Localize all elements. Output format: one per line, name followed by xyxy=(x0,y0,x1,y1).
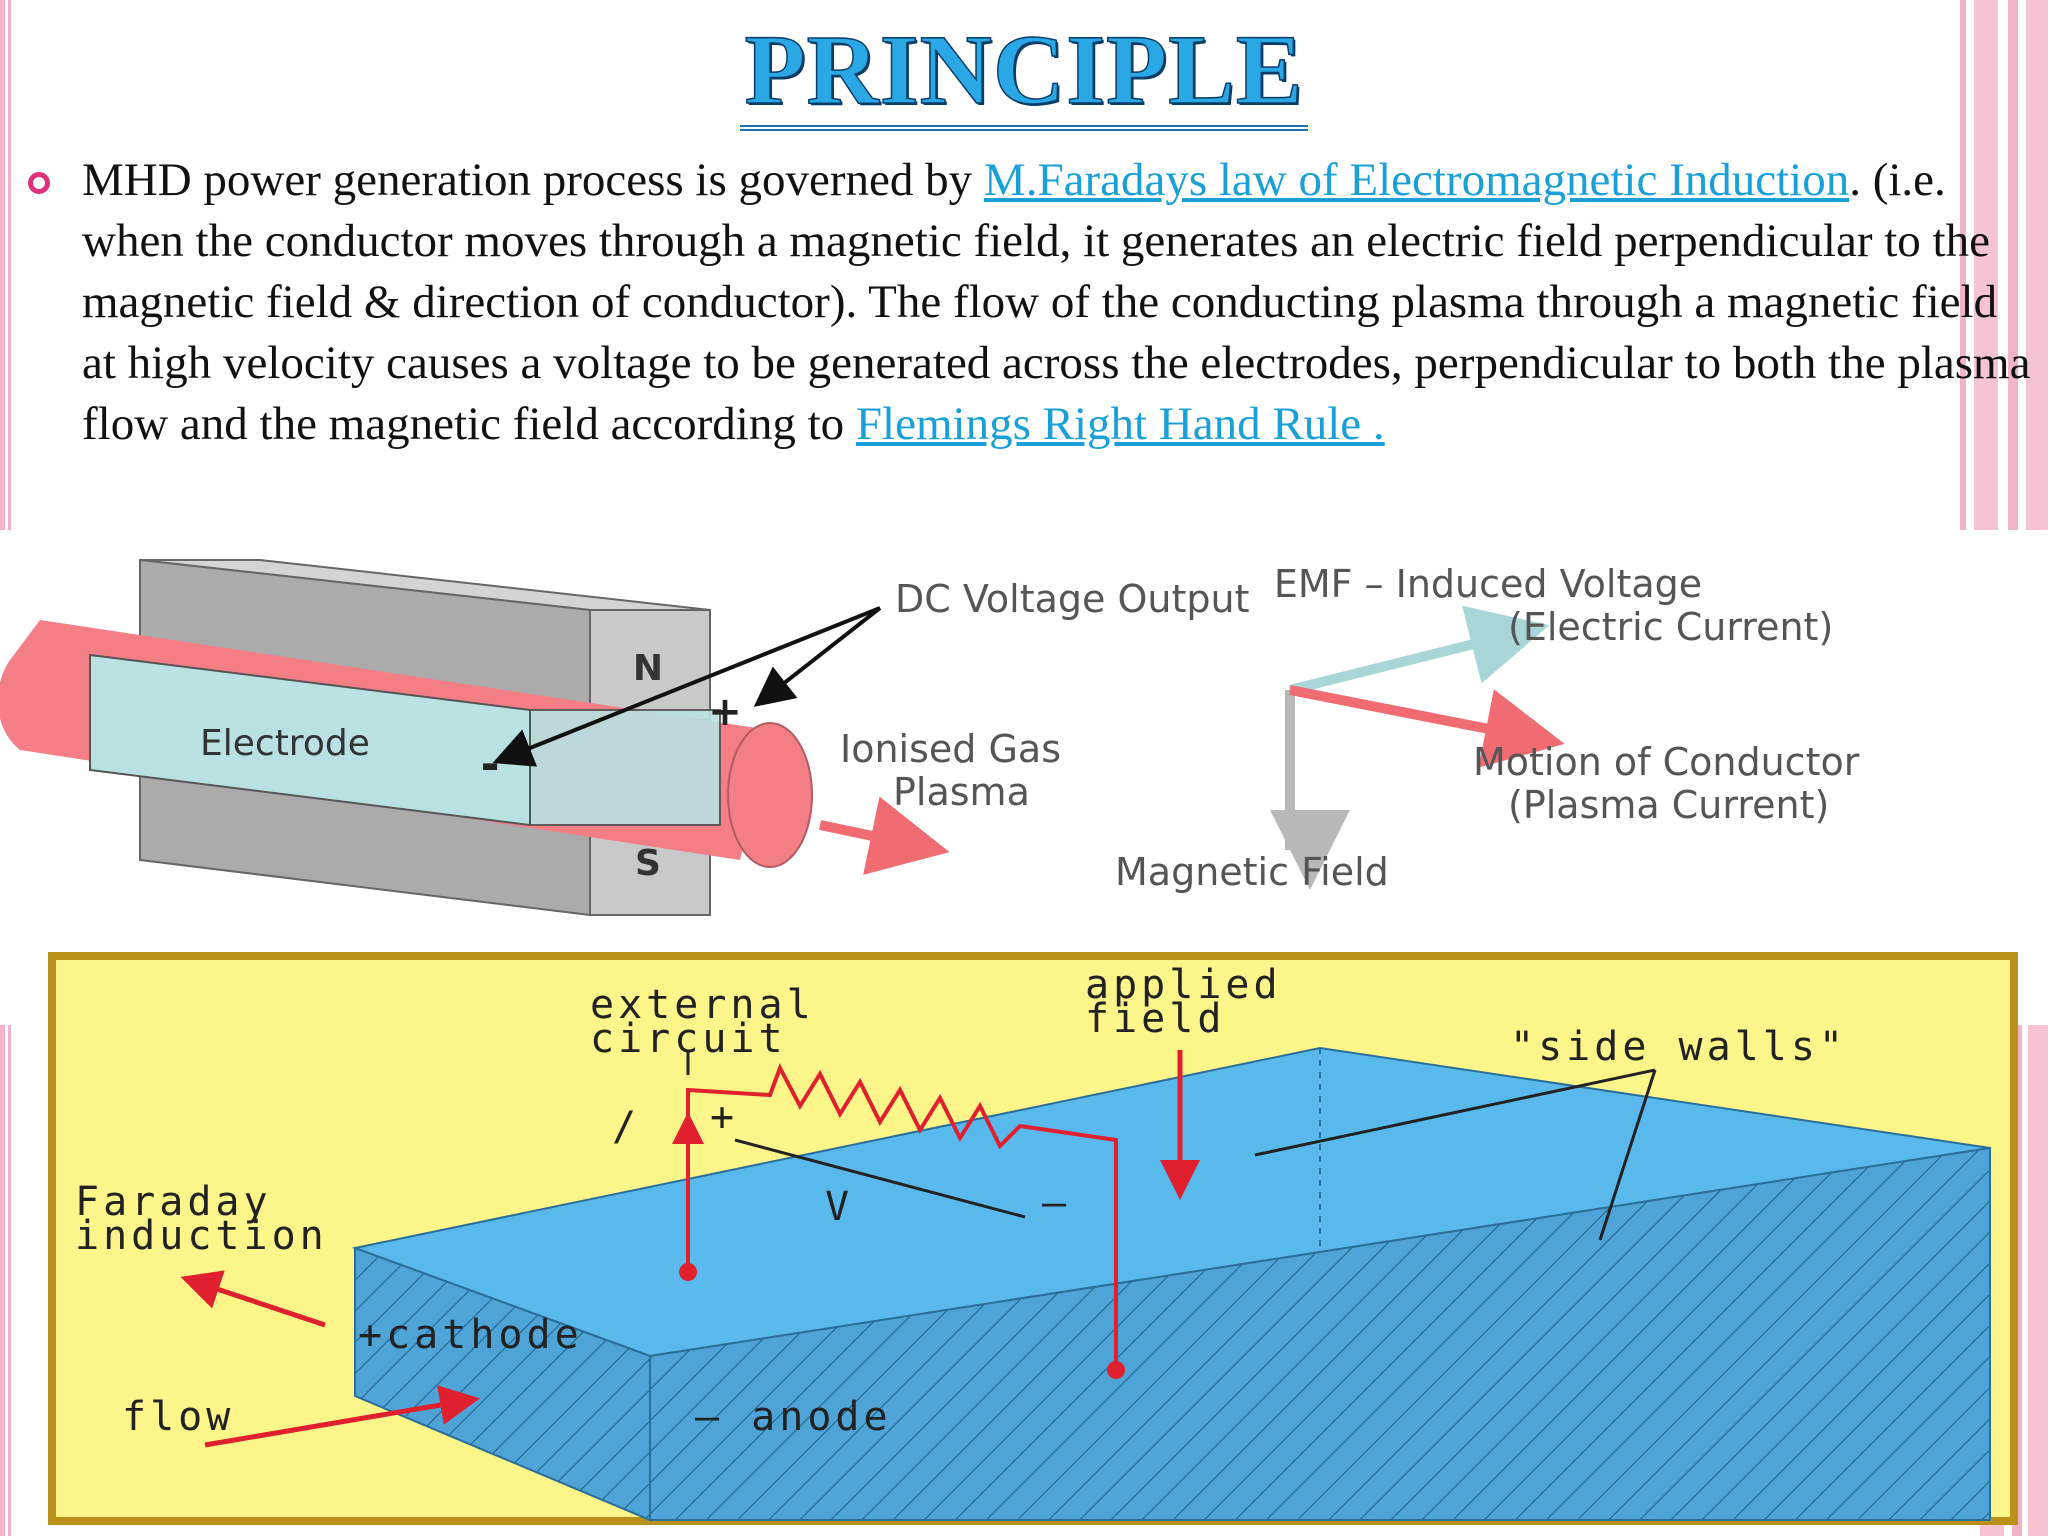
motion-label: Motion of Conductor xyxy=(1473,740,1860,784)
side-walls-label: "side walls" xyxy=(1510,1024,1847,1070)
flow-label: flow xyxy=(122,1394,234,1440)
current-label: / xyxy=(612,1104,640,1150)
circuit-minus-label: – xyxy=(1042,1180,1070,1226)
circuit-label: circuit xyxy=(590,1016,787,1062)
external-circuit-label: external xyxy=(590,982,815,1028)
faraday-label: Faraday xyxy=(75,1179,272,1225)
electrode-label: Electrode xyxy=(200,723,370,764)
anode-label: – anode xyxy=(695,1394,892,1440)
principle-paragraph: MHD power generation process is governed… xyxy=(82,150,2042,455)
voltage-label: V xyxy=(825,1184,853,1230)
page-title: PRINCIPLE xyxy=(0,12,2048,131)
dc-output-label: DC Voltage Output xyxy=(895,577,1250,621)
bullet-circle-icon xyxy=(28,172,50,194)
flemings-rule-link[interactable]: Flemings Right Hand Rule . xyxy=(855,398,1385,450)
plus-terminal: + xyxy=(708,689,742,735)
electric-current-label: (Electric Current) xyxy=(1508,605,1833,649)
dc-arrow-minus xyxy=(492,606,881,767)
field-label: field xyxy=(1085,996,1225,1042)
magnetic-field-label: Magnetic Field xyxy=(1115,850,1389,894)
emf-label: EMF – Induced Voltage xyxy=(1274,562,1702,606)
plasma-flow-arrow xyxy=(818,796,950,875)
north-label: N xyxy=(633,648,663,689)
cathode-label: +cathode xyxy=(358,1312,583,1358)
south-label: S xyxy=(635,843,661,884)
electrode-plate: Electrode + - xyxy=(89,653,742,827)
emf-axis xyxy=(1288,605,1550,695)
plasma-current-label: (Plasma Current) xyxy=(1508,783,1829,827)
mhd-generator-diagram: N S Electrode + - DC Voltage Output Ioni… xyxy=(0,558,1860,917)
faraday-law-link[interactable]: M.Faradays law of Electromagnetic Induct… xyxy=(983,154,1850,206)
page-title-text: PRINCIPLE xyxy=(740,13,1308,131)
channel-side-face xyxy=(649,1146,1991,1521)
induction-label: induction xyxy=(75,1213,328,1259)
faraday-channel-diagram: external circuit applied field "side wal… xyxy=(48,952,2018,1525)
ionised-gas-label: Ionised Gas xyxy=(840,727,1061,771)
faraday-induction-arrow xyxy=(180,1270,326,1328)
plasma-label: Plasma xyxy=(893,770,1030,814)
external-circuit xyxy=(672,1050,1125,1379)
dc-arrow-plus xyxy=(753,606,882,707)
motion-axis xyxy=(1289,685,1565,768)
minus-terminal: - xyxy=(480,737,499,791)
circuit-plus-label: + xyxy=(710,1094,738,1140)
left-edge-stripe xyxy=(0,0,14,1536)
right-hand-rule-axes: EMF – Induced Voltage (Electric Current)… xyxy=(1115,562,1860,894)
applied-label: applied xyxy=(1085,962,1282,1008)
flow-arrow xyxy=(204,1385,480,1448)
paragraph-text-2: . (i.e. when the conductor moves through… xyxy=(82,154,2031,450)
paragraph-text-1: MHD power generation process is governed… xyxy=(82,154,984,206)
